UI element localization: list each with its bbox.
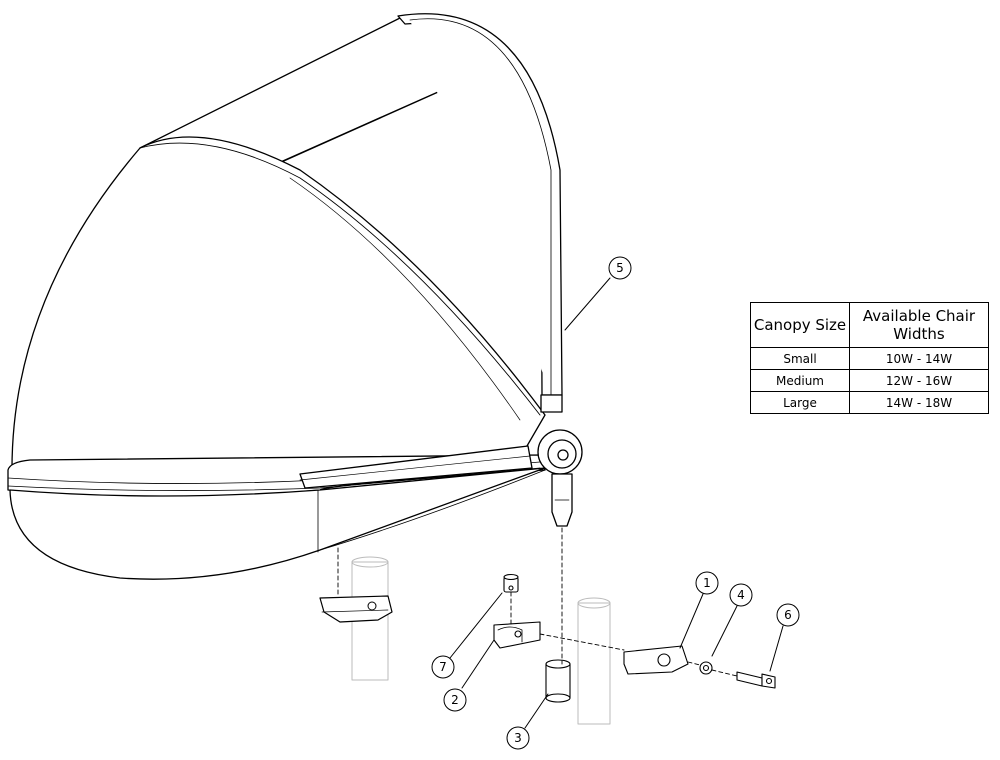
callout-1: 1 xyxy=(695,571,719,595)
svg-text:7: 7 xyxy=(439,660,447,674)
callout-2: 2 xyxy=(443,688,467,712)
clamp-half xyxy=(493,621,541,649)
right-tube xyxy=(577,597,611,725)
svg-text:2: 2 xyxy=(451,693,459,707)
table-cell-size: Small xyxy=(750,347,850,370)
table-row: Large 14W - 18W xyxy=(750,391,989,414)
clamp-body xyxy=(623,645,689,675)
assembly-lines xyxy=(337,527,738,677)
bolt xyxy=(736,671,776,689)
table-cell-widths: 10W - 14W xyxy=(849,347,989,370)
callout-7: 7 xyxy=(431,655,455,679)
callout-5: 5 xyxy=(608,256,632,280)
callout-6: 6 xyxy=(776,603,800,627)
canopy-size-table: Canopy Size Available Chair Widths Small… xyxy=(750,302,989,414)
canopy-arm xyxy=(299,13,583,527)
canopy xyxy=(7,17,546,580)
svg-text:3: 3 xyxy=(514,731,522,745)
spacer xyxy=(545,659,571,703)
left-tube-clamp xyxy=(319,556,393,681)
washer xyxy=(699,661,713,675)
set-screw xyxy=(503,573,519,593)
table-cell-size: Medium xyxy=(750,369,850,392)
callout-4: 4 xyxy=(729,583,753,607)
table-cell-widths: 14W - 18W xyxy=(849,391,989,414)
svg-text:6: 6 xyxy=(784,608,792,622)
leader-lines xyxy=(449,277,784,729)
table-row: Small 10W - 14W xyxy=(750,347,989,370)
table-header-widths: Available Chair Widths xyxy=(849,302,989,348)
svg-text:5: 5 xyxy=(616,261,624,275)
table-header-size: Canopy Size xyxy=(750,302,850,348)
table-header-row: Canopy Size Available Chair Widths xyxy=(750,302,989,348)
table-cell-size: Large xyxy=(750,391,850,414)
callouts: 5 1 4 6 7 2 3 xyxy=(431,256,800,750)
svg-text:4: 4 xyxy=(737,588,745,602)
svg-text:1: 1 xyxy=(703,576,711,590)
callout-3: 3 xyxy=(506,726,530,750)
table-row: Medium 12W - 16W xyxy=(750,369,989,392)
table-cell-widths: 12W - 16W xyxy=(849,369,989,392)
